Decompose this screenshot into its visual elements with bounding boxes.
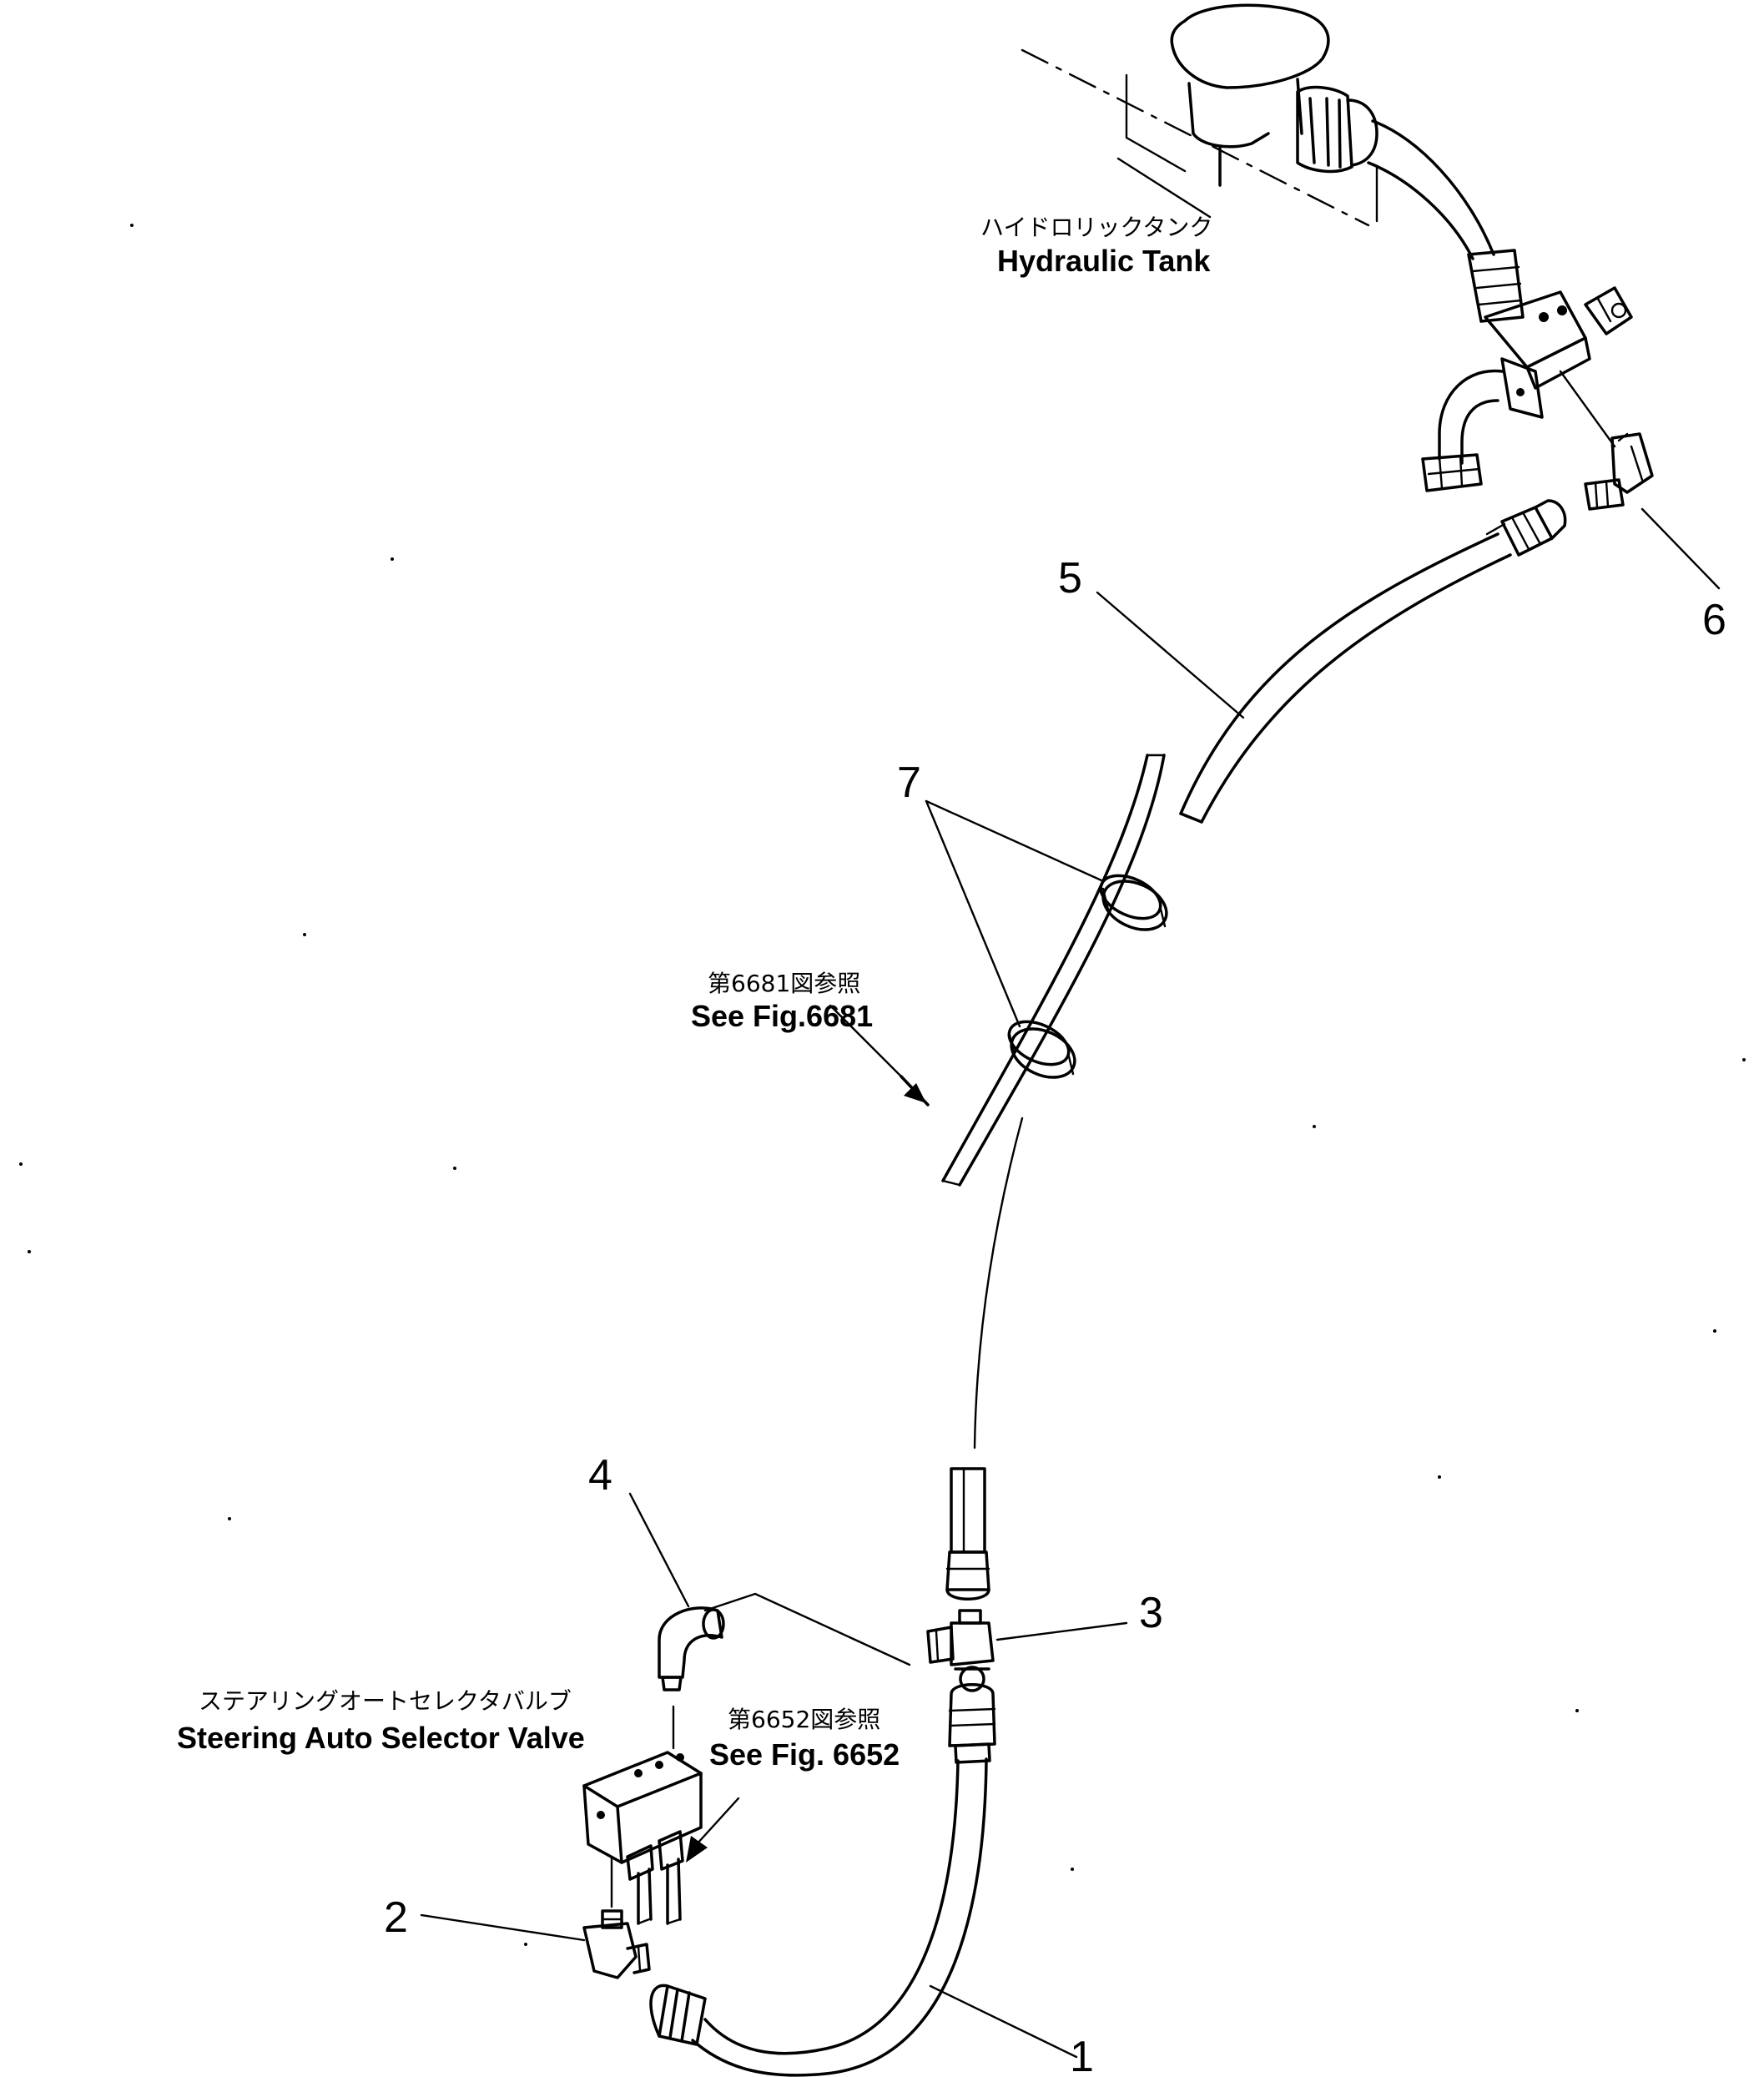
part-4-elbow (628, 1492, 725, 1750)
scan-specks (19, 224, 1746, 1946)
steering-auto-selector-valve (582, 1751, 740, 1925)
pipe-center-line (829, 1004, 1024, 1449)
callout-2: 2 (384, 1893, 408, 1942)
tank-hose (1367, 119, 1525, 323)
steering-valve-label-jp: ステアリングオートセレクタバルブ (199, 1687, 572, 1715)
callout-7: 7 (897, 759, 921, 807)
callout-1: 1 (1070, 2033, 1094, 2077)
upper-tube-fitting (945, 1467, 990, 1601)
part-7-clamps (925, 754, 1168, 1187)
hydraulic-tank-label-jp: ハイドロリックタンク (980, 214, 1212, 241)
hydraulic-tank-label: Hydraulic Tank (997, 244, 1211, 278)
callout-4: 4 (588, 1451, 612, 1500)
hydraulic-tank (1021, 3, 1378, 227)
manifold-block (1421, 286, 1633, 492)
see-fig-6652-label: See Fig. 6652 (709, 1737, 900, 1772)
callout-5: 5 (1058, 554, 1082, 602)
part-6-elbow-fitting (1559, 370, 1721, 590)
see-fig-6652-label-jp: 第6652図参照 (728, 1706, 880, 1733)
part-2-elbow-fitting (420, 1909, 651, 1979)
callout-3: 3 (1139, 1589, 1163, 1637)
steering-valve-label: Steering Auto Selector Valve (177, 1721, 585, 1755)
callout-6: 6 (1702, 596, 1726, 644)
part-3-tee-fitting (703, 1592, 1128, 1692)
part-1-hose (649, 1683, 1078, 2077)
see-fig-6681-label-jp: 第6681図参照 (708, 970, 860, 997)
see-fig-6681-label: See Fig.6681 (691, 999, 873, 1033)
part-5-hose (1096, 499, 1567, 824)
